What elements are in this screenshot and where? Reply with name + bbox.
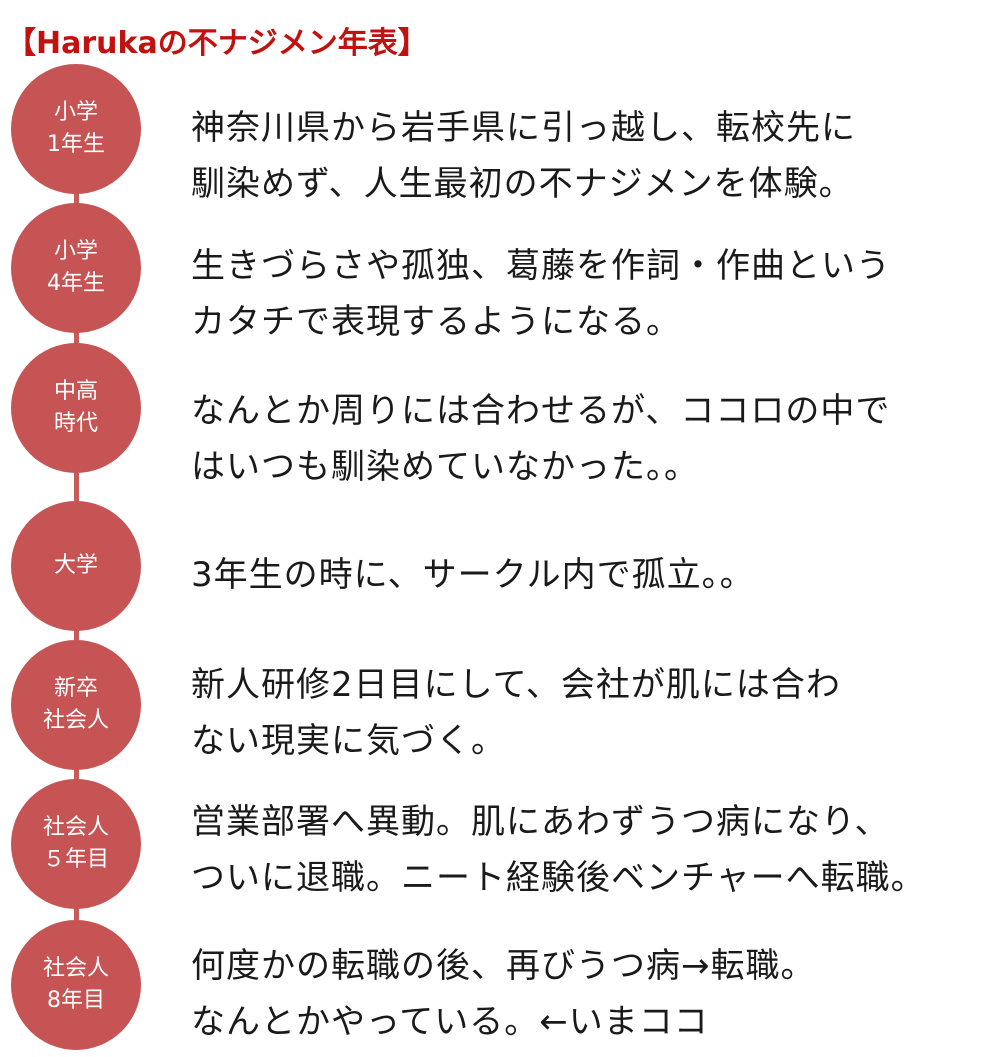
period-label: 小学 4年生 xyxy=(47,239,105,296)
entry-description: 神奈川県から岩手県に引っ越し、転校先に 馴染めず、人生最初の不ナジメンを体験。 xyxy=(191,108,856,204)
entry-description: 新人研修2日目にして、会社が肌には合わ ない現実に気づく。 xyxy=(191,665,841,761)
period-label: 大学 xyxy=(53,553,98,579)
timeline-entry-elementary-4: 小学 4年生 生きづらさや孤独、葛藤を作詞・作曲という カタチで表現するようにな… xyxy=(0,200,1001,342)
page-title: 【Harukaの不ナジメン年表】 xyxy=(6,26,428,61)
period-circle: 社会人 ５年目 xyxy=(11,779,141,909)
timeline-entry-working-8th-year: 社会人 8年目 何度かの転職の後、再びうつ病→転職。 なんとかやっている。←いま… xyxy=(0,900,1001,1050)
period-label: 新卒 社会人 xyxy=(42,676,109,733)
timeline-entry-elementary-1: 小学 1年生 神奈川県から岩手県に引っ越し、転校先に 馴染めず、人生最初の不ナジ… xyxy=(0,60,1001,204)
period-circle: 中高 時代 xyxy=(11,343,141,473)
period-label: 小学 1年生 xyxy=(47,100,105,157)
period-circle: 小学 1年生 xyxy=(11,64,141,194)
period-label: 中高 時代 xyxy=(53,379,98,436)
timeline-entry-new-graduate: 新卒 社会人 新人研修2日目にして、会社が肌には合わ ない現実に気づく。 xyxy=(0,620,1001,770)
period-circle: 小学 4年生 xyxy=(11,203,141,333)
period-label: 社会人 8年目 xyxy=(42,956,109,1013)
period-circle: 新卒 社会人 xyxy=(11,640,141,770)
period-circle: 大学 xyxy=(11,501,141,631)
entry-description: 3年生の時に、サークル内で孤立。。 xyxy=(191,555,755,595)
timeline-entry-university: 大学 3年生の時に、サークル内で孤立。。 xyxy=(0,480,1001,631)
entry-description: 生きづらさや孤独、葛藤を作詞・作曲という カタチで表現するようになる。 xyxy=(191,246,891,342)
entry-description: なんとか周りには合わせるが、ココロの中で はいつも馴染めていなかった。。 xyxy=(191,391,891,487)
period-label: 社会人 ５年目 xyxy=(42,815,109,872)
entry-description: 営業部署へ異動。肌にあわずうつ病になり、 ついに退職。ニート経験後ベンチャーへ転… xyxy=(191,802,926,898)
entry-description: 何度かの転職の後、再びうつ病→転職。 なんとかやっている。←いまココ xyxy=(191,946,816,1042)
period-circle: 社会人 8年目 xyxy=(11,920,141,1050)
timeline-entry-working-5th-year: 社会人 ５年目 営業部署へ異動。肌にあわずうつ病になり、 ついに退職。ニート経験… xyxy=(0,760,1001,909)
timeline-entry-middle-high-school: 中高 時代 なんとか周りには合わせるが、ココロの中で はいつも馴染めていなかった… xyxy=(0,340,1001,487)
